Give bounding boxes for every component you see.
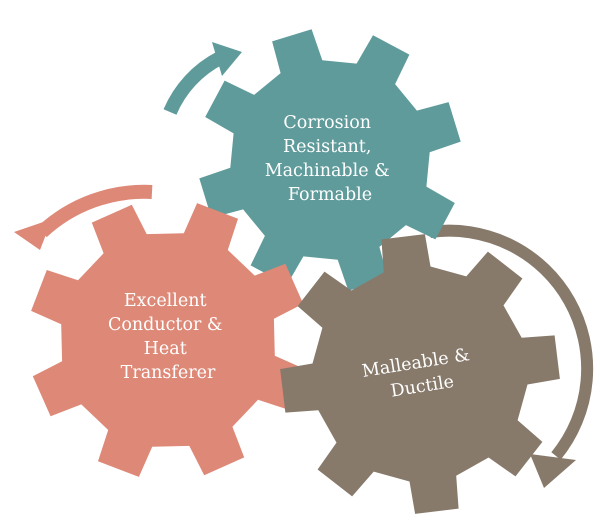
gear-label-excellent-conductor: Excellent Conductor & Heat Transferer bbox=[108, 291, 228, 383]
teal-curved-arrow bbox=[163, 51, 224, 115]
taupe-gear-shape bbox=[280, 234, 560, 514]
gear-malleable-ductile: Malleable & Ductile bbox=[280, 234, 560, 514]
label-line: Excellent bbox=[124, 291, 207, 311]
label-line: Resistant, bbox=[283, 137, 371, 157]
gear-excellent-conductor: Excellent Conductor & Heat Transferer bbox=[31, 203, 305, 477]
label-line: Conductor & bbox=[108, 315, 223, 335]
salmon-gear-shape bbox=[31, 203, 305, 477]
taupe-arrowhead bbox=[530, 454, 576, 488]
label-line: Transferer bbox=[121, 363, 216, 383]
label-line: Corrosion bbox=[283, 113, 371, 133]
label-line: Formable bbox=[288, 185, 372, 205]
gear-label-corrosion-resistant: Corrosion Resistant, Machinable & Formab… bbox=[265, 113, 396, 205]
label-line: Machinable & bbox=[265, 161, 390, 181]
salmon-arrowhead bbox=[14, 219, 52, 250]
taupe-curved-arrow bbox=[429, 224, 594, 460]
salmon-curved-arrow bbox=[37, 184, 153, 238]
label-line: Heat bbox=[144, 339, 187, 359]
teal-gear-shape bbox=[199, 29, 461, 291]
teal-arrowhead bbox=[212, 42, 242, 76]
gear-corrosion-resistant: Corrosion Resistant, Machinable & Formab… bbox=[199, 29, 461, 291]
